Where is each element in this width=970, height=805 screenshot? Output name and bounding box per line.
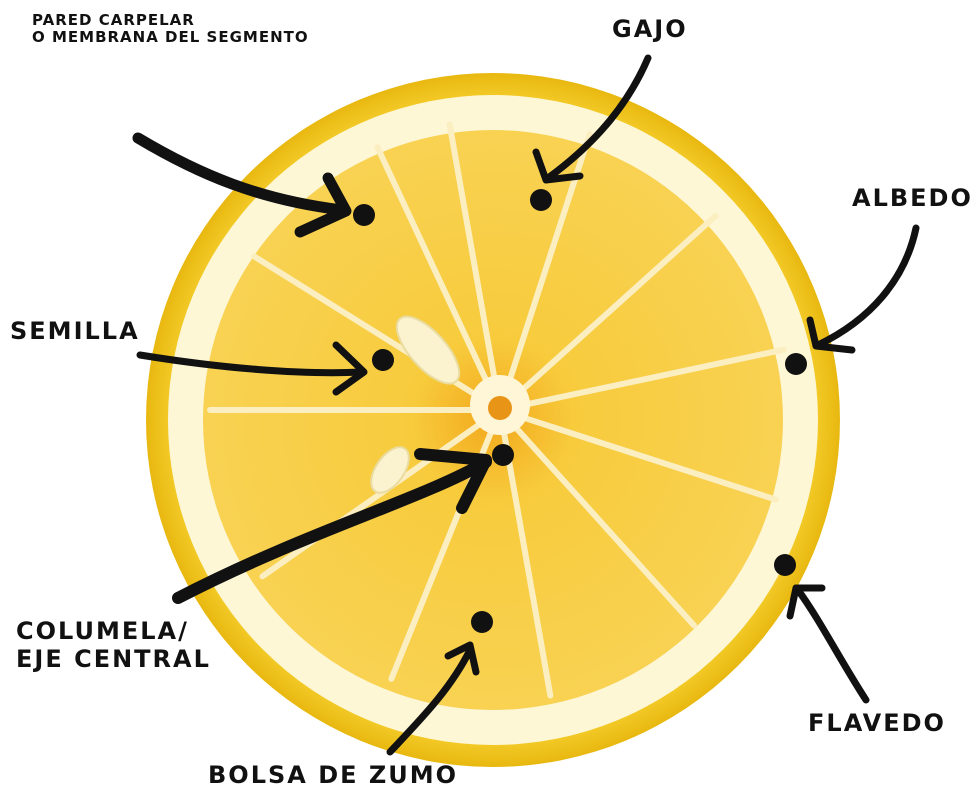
label-albedo: ALBEDO [852, 185, 970, 213]
arrow-albedo [818, 228, 916, 345]
columella-center [488, 396, 512, 420]
label-pared-line-2: O MEMBRANA DEL SEGMENTO [32, 29, 309, 46]
dot-gajo [530, 189, 552, 211]
label-flavedo: FLAVEDO [808, 710, 946, 738]
dot-flavedo [774, 554, 796, 576]
label-columela: COLUMELA/ EJE CENTRAL [16, 618, 211, 673]
label-pared-carpelar: PARED CARPELAR O MEMBRANA DEL SEGMENTO [32, 12, 309, 47]
dot-bolsa [471, 611, 493, 633]
arrow-flavedo [798, 590, 866, 700]
label-semilla: SEMILLA [10, 318, 140, 346]
label-gajo: GAJO [612, 16, 688, 44]
dot-columela [492, 444, 514, 466]
dot-pared [353, 204, 375, 226]
dot-albedo [785, 353, 807, 375]
dot-semilla [372, 349, 394, 371]
label-columela-line-1: COLUMELA/ [16, 618, 211, 646]
label-bolsa-de-zumo: BOLSA DE ZUMO [208, 762, 458, 790]
label-pared-line-1: PARED CARPELAR [32, 12, 309, 29]
label-columela-line-2: EJE CENTRAL [16, 646, 211, 674]
